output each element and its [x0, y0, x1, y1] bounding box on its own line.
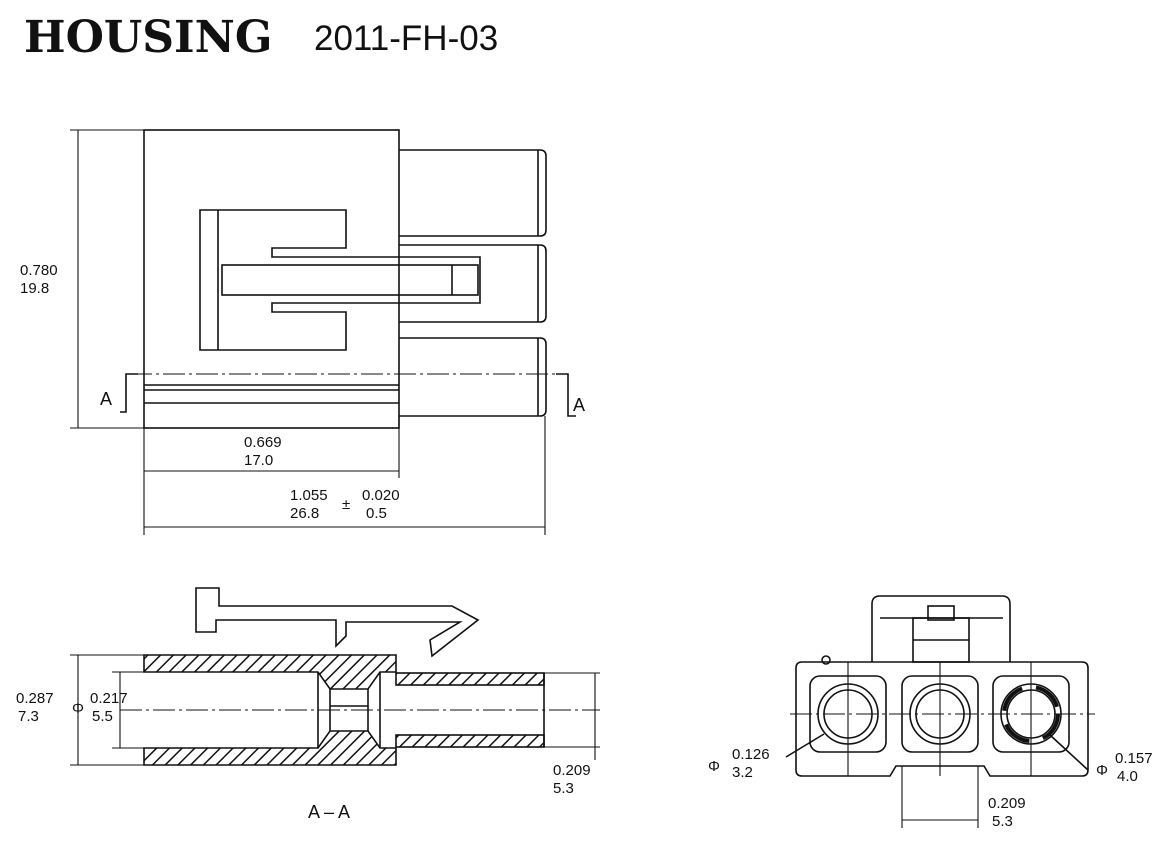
pin-width-mm: 5.3 [553, 780, 574, 797]
overall-length-mm: 26.8 [290, 505, 319, 522]
terminal-upper-wall [395, 672, 545, 686]
inner-diameter-inch: 0.217 [90, 690, 128, 707]
large-hole-mm: 4.0 [1117, 768, 1138, 785]
pin-3 [399, 337, 547, 417]
terminal-lower-wall [395, 734, 545, 748]
section-label: A – A [308, 802, 350, 822]
lower-wall-section [143, 730, 397, 766]
body-width-inch: 0.669 [244, 434, 282, 451]
top-view: A A 0.780 19.8 0.669 17.0 1.055 26.8 ± 0… [20, 129, 585, 535]
small-hole-leader [785, 733, 825, 758]
phi-symbol-left: Φ [708, 758, 720, 775]
drawing-title: HOUSING [24, 12, 272, 63]
pitch-mm: 5.3 [992, 813, 1013, 830]
height-inch: 0.780 [20, 262, 58, 279]
plus-minus-sign: ± [342, 496, 350, 513]
tolerance-mm: 0.5 [366, 505, 387, 522]
section-marker-right: A [573, 395, 585, 415]
overall-length-inch: 1.055 [290, 487, 328, 504]
small-hole-mm: 3.2 [732, 764, 753, 781]
upper-wall-section [143, 654, 397, 690]
housing-face [795, 661, 1089, 777]
part-number: 2011-FH-03 [314, 19, 498, 58]
inner-diameter-mm: 5.5 [92, 708, 113, 725]
section-view: 0.287 7.3 Φ 0.217 5.5 0.209 5.3 A – A [16, 587, 600, 822]
latch-arm [195, 587, 480, 658]
pin-1 [399, 149, 547, 237]
section-marker-left: A [100, 389, 112, 409]
phi-symbol: Φ [72, 700, 84, 717]
pin-2 [399, 244, 547, 323]
housing-body [143, 129, 400, 429]
body-width-mm: 17.0 [244, 452, 273, 469]
end-view: Φ 0.126 3.2 Φ 0.157 4.0 0.209 5.3 [708, 595, 1153, 830]
small-hole-inch: 0.126 [732, 746, 770, 763]
pin-width-inch: 0.209 [553, 762, 591, 779]
outer-diameter-inch: 0.287 [16, 690, 54, 707]
phi-symbol-right: Φ [1096, 762, 1108, 779]
large-hole-inch: 0.157 [1115, 750, 1153, 767]
large-hole-leader [1049, 734, 1089, 771]
height-mm: 19.8 [20, 280, 49, 297]
pitch-inch: 0.209 [988, 795, 1026, 812]
tolerance-inch: 0.020 [362, 487, 400, 504]
latch-window [199, 209, 481, 351]
outer-diameter-mm: 7.3 [18, 708, 39, 725]
latch-housing [871, 595, 1011, 662]
